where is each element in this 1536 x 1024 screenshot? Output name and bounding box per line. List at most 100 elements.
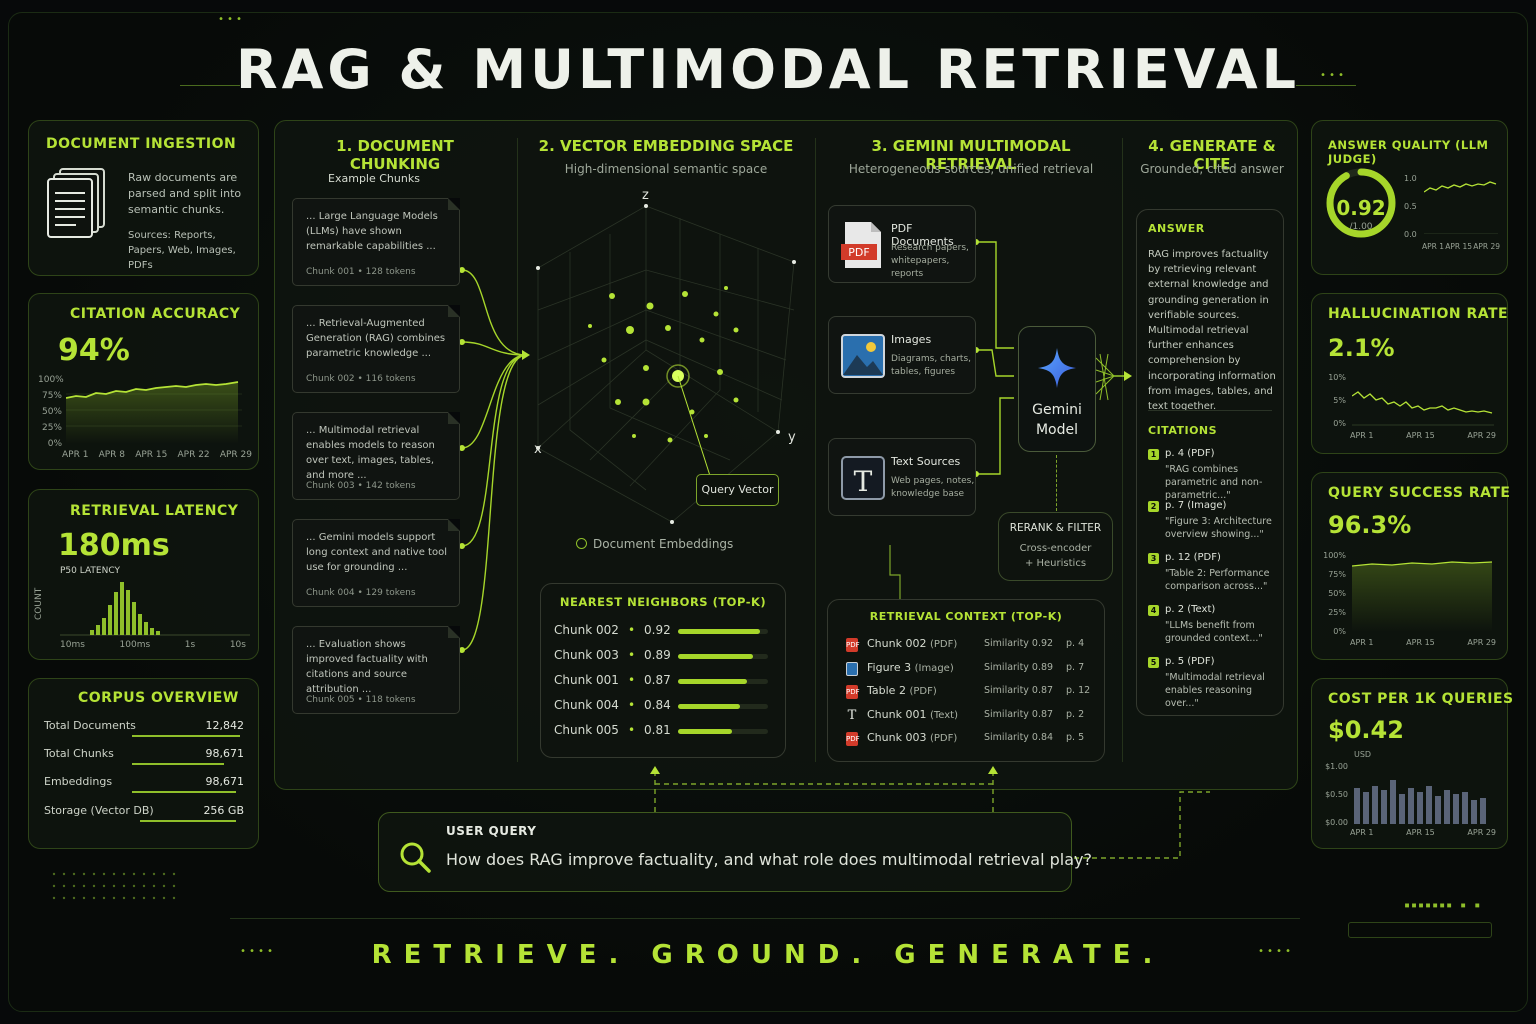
- context-page: p. 7: [1066, 661, 1085, 673]
- image-icon: [846, 661, 858, 676]
- neighbor-bar-fill: [678, 679, 747, 684]
- success-title: QUERY SUCCESS RATE: [1328, 485, 1511, 501]
- quality-value: 0.92: [1336, 196, 1386, 220]
- success-value: 96.3%: [1328, 511, 1412, 539]
- context-similarity: Similarity 0.89: [984, 661, 1054, 673]
- neighbor-name: Chunk 003: [554, 648, 619, 662]
- rerank-title: RERANK & FILTER: [1009, 522, 1102, 534]
- citation-y-ticks: 100% 75% 50% 25% 0%: [38, 375, 64, 449]
- chunk-card[interactable]: ... Gemini models support long context a…: [292, 519, 460, 607]
- neighbor-name: Chunk 004: [554, 698, 619, 712]
- cost-bar-chart: [1354, 780, 1486, 824]
- quality-panel: [1311, 120, 1508, 275]
- neighbor-row[interactable]: Chunk 005•0.81: [554, 723, 774, 743]
- citation-quote: "LLMs benefit from grounded context...": [1165, 620, 1263, 644]
- context-name: Figure 3 (Image): [867, 660, 954, 674]
- citation-title: CITATION ACCURACY: [70, 306, 241, 322]
- neighbor-row[interactable]: Chunk 002•0.92: [554, 623, 774, 643]
- decor-dots: ••••: [1258, 946, 1295, 957]
- citation-quote: "Table 2: Performance comparison across.…: [1165, 568, 1270, 592]
- ingestion-sources: Sources: Reports, Papers, Web, Images, P…: [128, 230, 236, 271]
- cost-unit: USD: [1354, 750, 1372, 759]
- context-name: Table 2 (PDF): [867, 684, 937, 697]
- neighbor-bar-fill: [678, 704, 740, 709]
- answer-panel: [1136, 209, 1284, 716]
- neighbor-score: 0.92: [644, 623, 671, 637]
- cost-title: COST PER 1K QUERIES: [1328, 691, 1514, 707]
- cost-value: $0.42: [1328, 716, 1404, 744]
- context-row[interactable]: Figure 3 (Image) Similarity 0.89 p. 7: [846, 661, 1096, 679]
- context-name: Chunk 001 (Text): [867, 707, 958, 721]
- hallucination-value: 2.1%: [1328, 334, 1395, 362]
- citation-source: p. 5 (PDF): [1165, 656, 1215, 667]
- citation-number-badge: 2: [1148, 501, 1159, 512]
- svg-text:T: T: [854, 465, 873, 498]
- dashed-connector: [1056, 455, 1057, 511]
- documents-stack-icon: [47, 168, 105, 238]
- divider: [815, 138, 816, 762]
- citation-quote: "Multimodal retrieval enables reasoning …: [1165, 672, 1265, 709]
- decor-dots: ▪▪▪▪▪▪▪ ▪ ▪: [1404, 900, 1482, 911]
- user-query-box[interactable]: [378, 812, 1072, 892]
- neighbor-row[interactable]: Chunk 003•0.89: [554, 648, 774, 668]
- gemini-sparkle-icon: [1038, 348, 1076, 388]
- image-icon: [841, 334, 885, 378]
- neighbor-row[interactable]: Chunk 001•0.87: [554, 673, 774, 693]
- neighbors-panel: [540, 583, 786, 758]
- ingestion-description: Raw documents are parsed and split into …: [128, 171, 242, 216]
- gemini-title: 3. GEMINI MULTIMODAL RETRIEVAL: [871, 137, 1071, 173]
- citation-number-badge: 5: [1148, 657, 1159, 668]
- chunk-card[interactable]: ... Multimodal retrieval enables models …: [292, 412, 460, 500]
- neighbor-row[interactable]: Chunk 004 • 0.84: [554, 698, 774, 718]
- chunk-connectors: [460, 267, 530, 653]
- citation-source: p. 4 (PDF): [1165, 448, 1215, 459]
- neighbor-bar-track: [678, 629, 768, 634]
- cost-y-ticks: $1.00$0.50$0.00: [1325, 762, 1348, 827]
- chunking-subtitle: Example Chunks: [328, 172, 420, 185]
- answer-text: RAG improves factuality by retrieving re…: [1148, 249, 1276, 413]
- context-page: p. 12: [1066, 685, 1091, 696]
- chunk-card[interactable]: ... Large Language Models (LLMs) have sh…: [292, 198, 460, 286]
- neighbor-bar-fill: [678, 729, 732, 734]
- chunking-title: 1. DOCUMENT CHUNKING: [336, 137, 454, 173]
- citation-value: 94%: [58, 333, 130, 368]
- chunk-card[interactable]: ... Evaluation shows improved factuality…: [292, 626, 460, 714]
- neighbor-bar-track: [678, 729, 768, 734]
- rerank-line1: Cross-encoder: [1019, 543, 1092, 554]
- context-title: RETRIEVAL CONTEXT (TOP-K): [869, 610, 1063, 623]
- context-panel: [827, 599, 1105, 762]
- neighbor-score: 0.89: [644, 648, 671, 662]
- bullet-icon: •: [628, 698, 636, 712]
- neighbor-score: 0.84: [644, 698, 671, 712]
- decor-pill: [1348, 922, 1492, 938]
- quality-title: ANSWER QUALITY (LLM JUDGE): [1328, 138, 1489, 166]
- axis-y-label: y: [788, 430, 796, 445]
- context-similarity: Similarity 0.92: [984, 638, 1054, 649]
- user-query-text[interactable]: How does RAG improve factuality, and wha…: [446, 850, 1092, 869]
- divider: [1122, 138, 1123, 762]
- citation-source: p. 7 (Image): [1165, 500, 1227, 511]
- divider: [517, 138, 518, 762]
- citations-title: CITATIONS: [1148, 424, 1218, 437]
- gemini-model-box[interactable]: [1018, 326, 1096, 452]
- chunk-card[interactable]: ... Retrieval-Augmented Generation (RAG)…: [292, 305, 460, 393]
- context-similarity: Similarity 0.87: [984, 708, 1054, 720]
- bullet-icon: •: [628, 623, 636, 637]
- success-y-ticks: 100%75%50%25%0%: [1323, 551, 1346, 636]
- bullet-icon: •: [628, 723, 636, 737]
- quality-gauge: [1326, 168, 1396, 238]
- hallucination-trend-chart: [1352, 391, 1494, 426]
